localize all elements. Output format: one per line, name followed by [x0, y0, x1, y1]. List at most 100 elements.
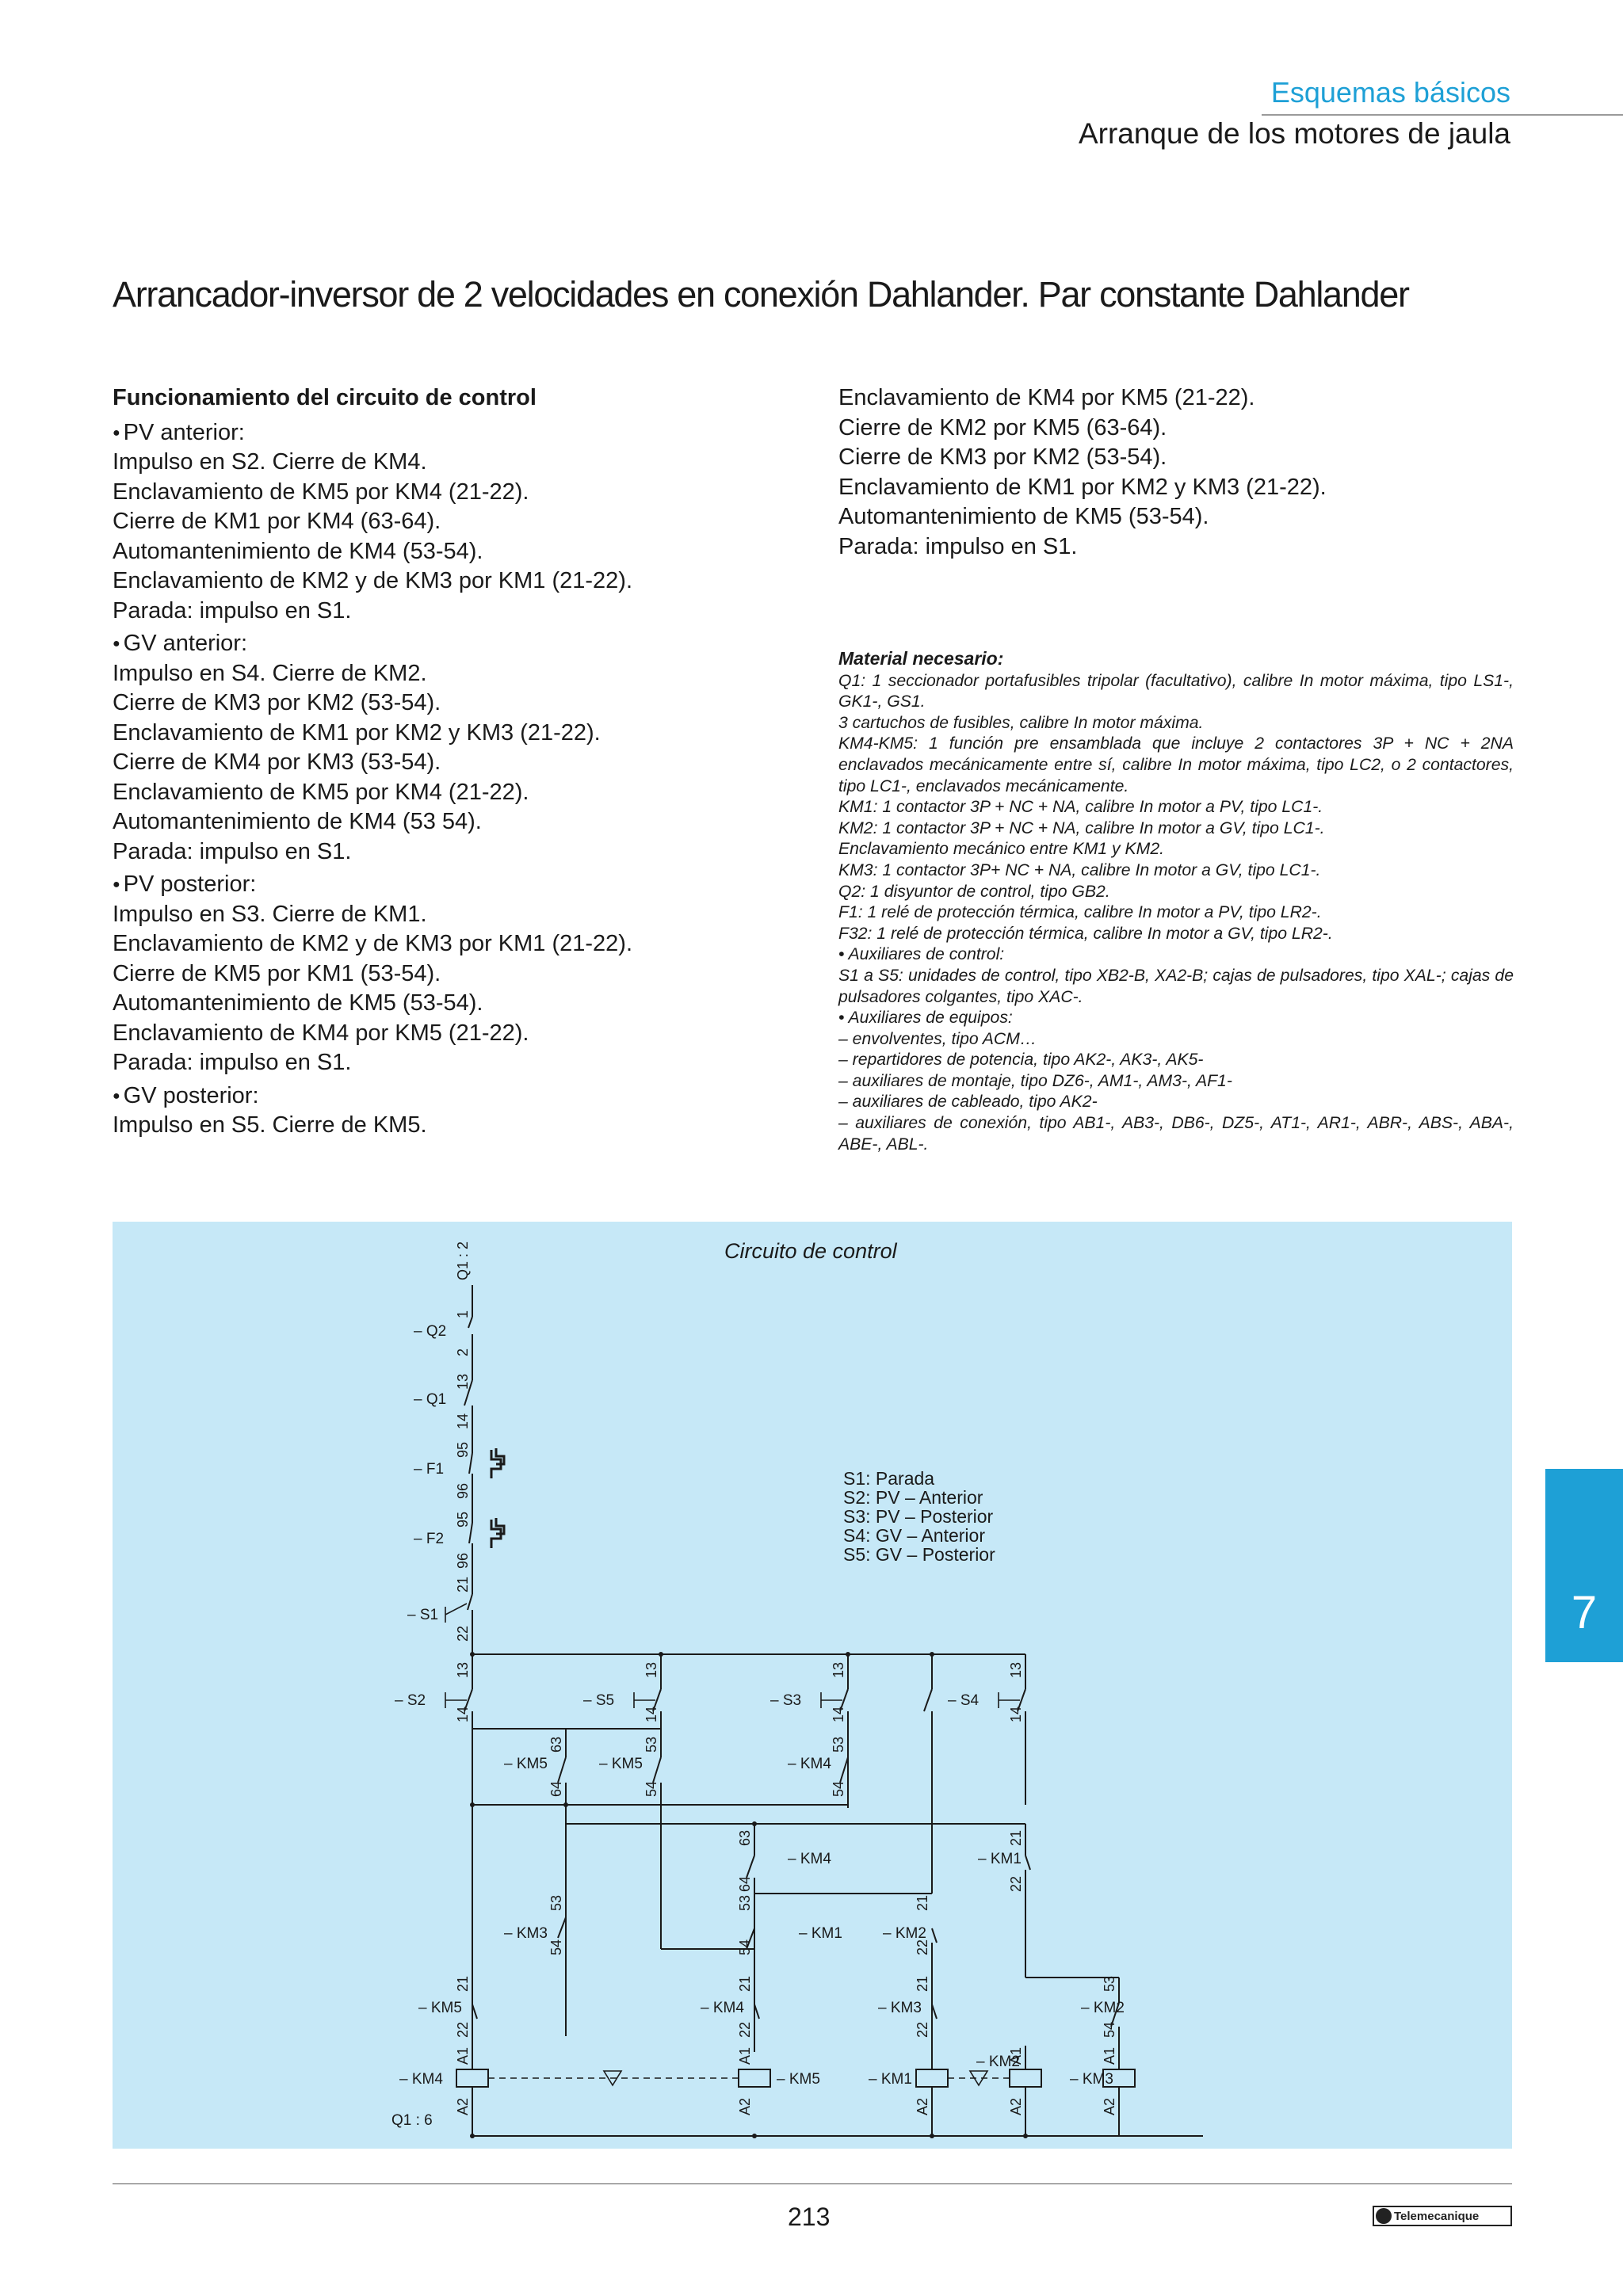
text-line: Parada: impulso en S1.	[113, 597, 352, 624]
text-line: Cierre de KM1 por KM4 (63-64).	[113, 509, 441, 534]
legend-s1: S1: Parada	[843, 1468, 934, 1489]
operation-groups: PV anterior:Impulso en S2. Cierre de KM4…	[113, 418, 826, 1141]
term-22-km4: 22	[737, 2022, 753, 2038]
term-95: 95	[455, 1442, 471, 1458]
label-km1-b: – KM1	[799, 1925, 842, 1942]
label-s1: – S1	[407, 1607, 438, 1623]
diagram-labels: Circuito de control S1: Parada S2: PV – …	[391, 1239, 1125, 2129]
term-a2-km4: A2	[455, 2098, 471, 2115]
material-item: – repartidores de potencia, tipo AK2-, A…	[838, 1051, 1204, 1070]
text-line: Enclavamiento de KM4 por KM5 (21-22).	[113, 1020, 529, 1046]
term-63: 63	[548, 1737, 564, 1753]
pushbutton-symbols	[445, 1603, 1020, 1708]
text-line: Cierre de KM3 por KM2 (53-54).	[838, 444, 1167, 470]
chapter-number: 7	[1571, 1587, 1598, 1638]
label-km1-a: – KM1	[978, 1851, 1022, 1867]
label-km4-a: – KM4	[788, 1756, 831, 1772]
text-line: Impulso en S4. Cierre de KM2.	[113, 660, 427, 686]
label-km5-a: – KM5	[504, 1756, 548, 1772]
term-22-km3: 22	[915, 2022, 930, 2038]
term-14-s5: 14	[643, 1707, 659, 1722]
term-a2-km1: A2	[915, 2098, 930, 2115]
text-line: Enclavamiento de KM1 por KM2 y KM3 (21-2…	[838, 474, 1327, 500]
left-column: Funcionamiento del circuito de control P…	[113, 383, 826, 1141]
text-line: Enclavamiento de KM2 y de KM3 por KM1 (2…	[113, 931, 633, 956]
text-line: Parada: impulso en S1.	[113, 1050, 352, 1075]
material-item: – envolventes, tipo ACM…	[838, 1029, 1037, 1048]
term-a1-km4: A1	[455, 2047, 471, 2065]
term-96: 96	[455, 1483, 471, 1499]
junctions	[470, 1652, 1028, 2138]
material-item: Q1: 1 seccionador portafusibles tripolar…	[838, 671, 1514, 711]
term-13: 13	[455, 1374, 471, 1390]
label-s4: – S4	[948, 1692, 980, 1709]
term-14-s4: 14	[1008, 1707, 1024, 1722]
label-q1-2: Q1 : 2	[455, 1241, 471, 1280]
material-list: Material necesario: Q1: 1 seccionador po…	[838, 648, 1514, 1155]
label-km2-a: – KM2	[883, 1925, 926, 1942]
coil-km1	[915, 2069, 949, 2088]
chapter-tab[interactable]: 7	[1545, 1469, 1623, 1662]
term-53-km3: 53	[548, 1895, 564, 1911]
label-km4-coil: – KM4	[399, 2071, 443, 2088]
material-item: KM1: 1 contactor 3P + NC + NA, calibre I…	[838, 798, 1323, 817]
term-21-km2: 21	[915, 1895, 930, 1911]
term-54-km3: 54	[548, 1939, 564, 1955]
legend-s3: S3: PV – Posterior	[843, 1506, 994, 1527]
text-line: Impulso en S2. Cierre de KM4.	[113, 449, 427, 475]
material-item: F1: 1 relé de protección térmica, calibr…	[838, 903, 1322, 922]
term-22-km2: 22	[915, 1939, 930, 1955]
wires	[464, 1285, 1203, 2137]
material-item: KM4-KM5: 1 función pre ensamblada que in…	[838, 734, 1514, 795]
footer-divider	[113, 2183, 1512, 2184]
text-line: Parada: impulso en S1.	[838, 533, 1078, 559]
label-km5-coil: – KM5	[777, 2071, 820, 2088]
legend-s5: S5: GV – Posterior	[843, 1544, 995, 1565]
page-title: Arrancador-inversor de 2 velocidades en …	[113, 274, 1410, 315]
term-22: 22	[455, 1626, 471, 1642]
term-13-s3: 13	[831, 1662, 846, 1678]
text-line: Impulso en S5. Cierre de KM5.	[113, 1112, 427, 1138]
bullet-heading: PV posterior:	[113, 870, 826, 900]
label-s2: – S2	[395, 1692, 426, 1709]
text-line: Automantenimiento de KM5 (53-54).	[838, 504, 1209, 529]
term-54-km5: 54	[643, 1781, 659, 1797]
term-a1-km3: A1	[1102, 2047, 1117, 2065]
term-95b: 95	[455, 1512, 471, 1527]
material-item: • Auxiliares de equipos:	[838, 1009, 1013, 1028]
term-a2-km3: A2	[1102, 2098, 1117, 2115]
material-item: F32: 1 relé de protección térmica, calib…	[838, 924, 1333, 943]
coil-km4	[456, 2069, 489, 2088]
term-54-km4: 54	[831, 1781, 846, 1797]
text-line: Parada: impulso en S1.	[113, 838, 352, 864]
term-14-s2: 14	[455, 1707, 471, 1722]
coil-km5	[738, 2069, 771, 2088]
text-line: Automantenimiento de KM5 (53-54).	[113, 990, 483, 1016]
material-item: S1 a S5: unidades de control, tipo XB2-B…	[838, 966, 1514, 1006]
term-64-km4: 64	[737, 1876, 753, 1892]
label-km1-coil: – KM1	[869, 2071, 912, 2088]
label-km2-b: – KM2	[1081, 2000, 1125, 2016]
label-km4-c: – KM4	[701, 2000, 744, 2016]
brand-logo: Telemecanique	[1373, 2206, 1512, 2226]
term-1: 1	[455, 1310, 471, 1318]
material-item: Enclavamiento mecánico entre KM1 y KM2.	[838, 840, 1164, 859]
label-km3-a: – KM3	[504, 1925, 548, 1942]
bullet-heading: PV anterior:	[113, 418, 826, 448]
material-item: – auxiliares de cableado, tipo AK2-	[838, 1093, 1098, 1112]
text-line: Enclavamiento de KM4 por KM5 (21-22).	[838, 385, 1255, 410]
label-km2-coil: – KM2	[976, 2054, 1020, 2070]
text-line: Enclavamiento de KM5 por KM4 (21-22).	[113, 479, 529, 505]
text-line: Enclavamiento de KM5 por KM4 (21-22).	[113, 779, 529, 805]
term-14: 14	[455, 1413, 471, 1429]
term-13-s4: 13	[1008, 1662, 1024, 1678]
label-km3-b: – KM3	[878, 2000, 922, 2016]
material-item: – auxiliares de conexión, tipo AB1-, AB3…	[838, 1114, 1514, 1154]
text-line: Automantenimiento de KM4 (53-54).	[113, 538, 483, 564]
label-km3-coil: – KM3	[1070, 2071, 1113, 2088]
section-title: Esquemas básicos	[1270, 76, 1510, 109]
term-22-km1: 22	[1008, 1876, 1024, 1892]
header-divider	[1262, 114, 1623, 116]
subsection-title: Arranque de los motores de jaula	[1078, 117, 1510, 150]
term-21-km1: 21	[1008, 1830, 1024, 1846]
